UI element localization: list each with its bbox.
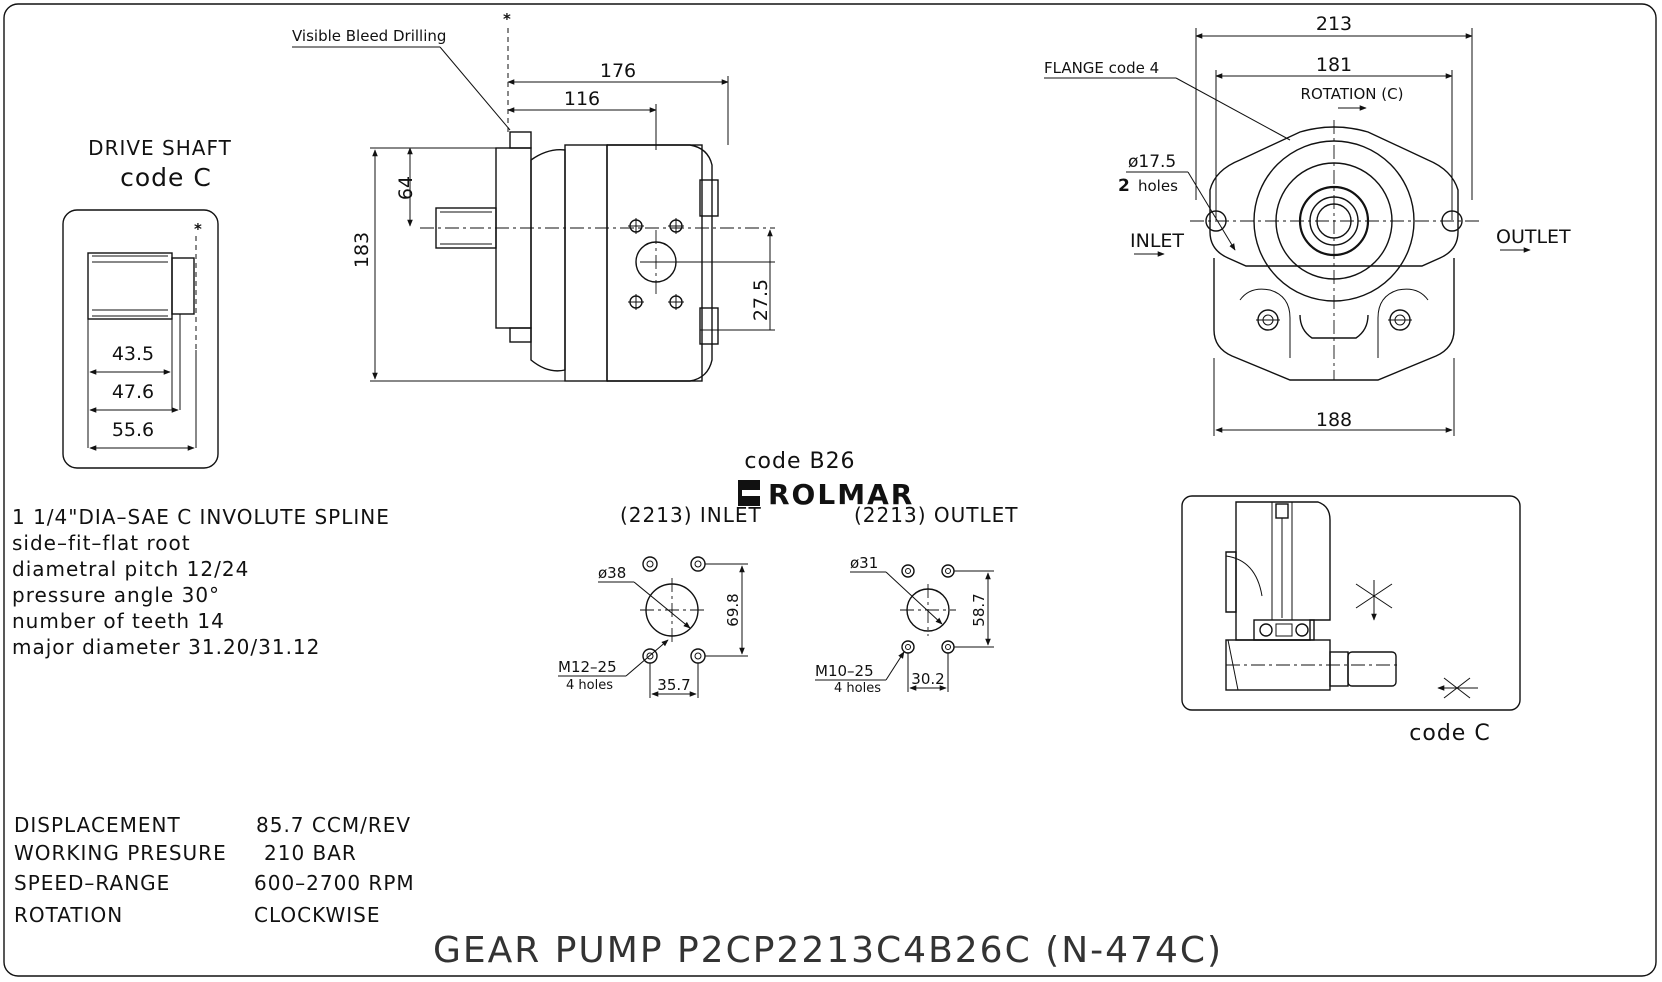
spec-value-rotation: CLOCKWISE	[254, 903, 381, 927]
outlet-horizontal-dim: 30.2	[911, 670, 944, 688]
section-code-label: code C	[1409, 721, 1490, 746]
drive-shaft-dim-1: 43.5	[112, 343, 154, 365]
section-view: code C	[1181, 495, 1521, 746]
drive-shaft-marker: *	[194, 220, 202, 238]
inlet-holes: 4 holes	[566, 678, 613, 693]
dim-width-inner: 181	[1316, 54, 1352, 76]
inlet-label: INLET	[1130, 230, 1184, 252]
side-view: Visible Bleed Drilling * 176	[292, 10, 775, 382]
spec-value-pressure: 210 BAR	[264, 841, 357, 865]
hole-count: 2	[1118, 176, 1130, 196]
inlet-thread: M12–25	[558, 658, 617, 676]
spec-label-speed: SPEED–RANGE	[14, 871, 170, 895]
port-code-label: code B26	[744, 449, 855, 474]
section-frame	[1181, 495, 1521, 711]
dim-shaft-offset: 64	[395, 176, 417, 200]
dim-flange-to-center: 116	[564, 88, 600, 110]
inlet-horizontal-dim: 35.7	[657, 676, 690, 694]
outlet-holes: 4 holes	[834, 681, 881, 696]
outlet-vertical-dim: 58.7	[970, 593, 988, 626]
drive-shaft-dim-3: 55.6	[112, 419, 154, 441]
bleed-drilling-label: Visible Bleed Drilling	[292, 27, 446, 45]
spline-line-4: pressure angle 30°	[12, 583, 220, 607]
dim-height: 183	[351, 232, 373, 268]
spline-line-6: major diameter 31.20/31.12	[12, 635, 320, 659]
spline-line-1: 1 1/4"DIA–SAE C INVOLUTE SPLINE	[12, 505, 390, 529]
drive-shaft-heading: DRIVE SHAFT	[88, 136, 232, 160]
dim-overall-length: 176	[600, 60, 636, 82]
rotation-label: ROTATION (C)	[1301, 85, 1404, 103]
outlet-bore: ø31	[850, 554, 878, 572]
drive-shaft-frame	[62, 209, 219, 469]
hole-word: holes	[1138, 177, 1178, 195]
dim-width-top: 213	[1316, 13, 1352, 35]
outlet-port-label: (2213) OUTLET	[854, 503, 1018, 527]
flange-label: FLANGE code 4	[1044, 59, 1159, 77]
brand-name: ROLMAR	[768, 478, 914, 511]
dim-port-offset: 27.5	[750, 279, 772, 321]
hole-diameter: ø17.5	[1128, 152, 1176, 172]
rolmar-logo: ROLMAR	[738, 478, 914, 511]
outlet-label: OUTLET	[1496, 226, 1571, 248]
outlet-thread: M10–25	[815, 662, 874, 680]
spec-label-rotation: ROTATION	[14, 903, 123, 927]
spec-value-displacement: 85.7 CCM/REV	[256, 813, 411, 837]
inlet-bore: ø38	[598, 564, 626, 582]
drive-shaft-dim-2: 47.6	[112, 381, 154, 403]
inlet-port-label: (2213) INLET	[620, 503, 762, 527]
drawing-title: GEAR PUMP P2CP2213C4B26C (N-474C)	[433, 930, 1223, 971]
ports-detail: code B26 ROLMAR (2213) INLET (2213) OUTL…	[558, 449, 1018, 698]
spec-table: DISPLACEMENT 85.7 CCM/REV WORKING PRESUR…	[14, 813, 415, 927]
dim-width-bottom: 188	[1316, 409, 1352, 431]
drive-shaft-code: code C	[120, 163, 212, 192]
drive-shaft-detail: DRIVE SHAFT code C * 43.5 47.6 55.6	[62, 136, 232, 469]
spline-line-3: diametral pitch 12/24	[12, 557, 249, 581]
inlet-vertical-dim: 69.8	[724, 593, 742, 626]
spec-value-speed: 600–2700 RPM	[254, 871, 415, 895]
spec-label-displacement: DISPLACEMENT	[14, 813, 181, 837]
front-view: 213 181 ROTATION (C) FLANGE code 4 ø17.5…	[1044, 13, 1571, 436]
spline-spec: 1 1/4"DIA–SAE C INVOLUTE SPLINE side–fit…	[12, 505, 390, 659]
sheet-border	[3, 3, 1657, 977]
spline-line-2: side–fit–flat root	[12, 531, 191, 555]
spline-line-5: number of teeth 14	[12, 609, 225, 633]
spec-label-pressure: WORKING PRESURE	[14, 841, 227, 865]
bleed-marker: *	[503, 10, 511, 28]
